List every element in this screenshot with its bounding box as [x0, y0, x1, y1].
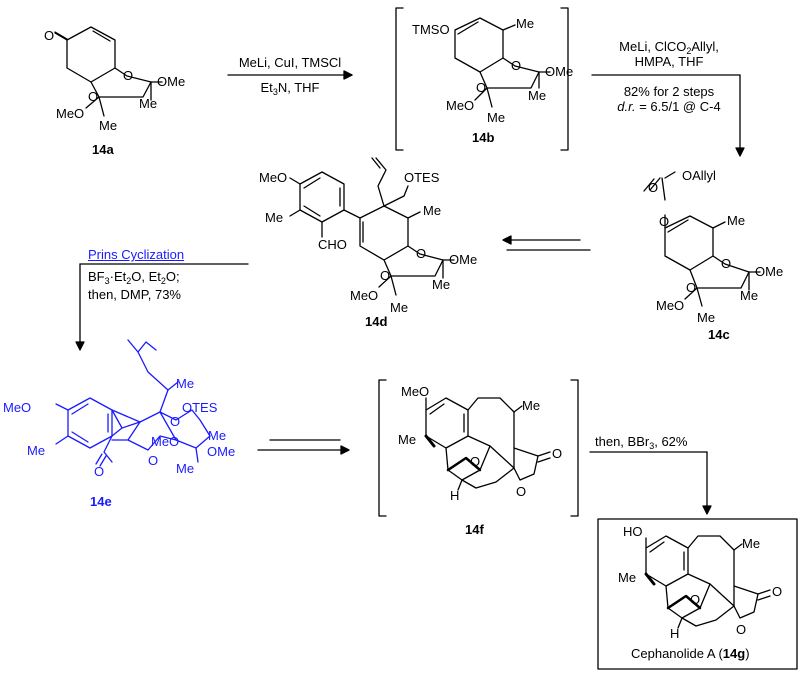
svg-text:HO: HO	[623, 524, 643, 539]
svg-text:MeO: MeO	[350, 288, 378, 303]
product-box	[597, 518, 798, 670]
conditions-prins-reagents: BF3·Et2O, Et2O; then, DMP, 73%	[88, 269, 181, 302]
conditions-step1: MeLi, CuI, TMSCl	[238, 55, 342, 70]
svg-text:Me: Me	[618, 570, 636, 585]
svg-text:Me: Me	[522, 398, 540, 413]
structure-14g	[644, 535, 771, 629]
structure-14b	[454, 17, 551, 108]
svg-text:Me: Me	[697, 310, 715, 325]
label-14b: 14b	[472, 130, 495, 145]
svg-text:Me: Me	[99, 118, 117, 133]
arrow-prins	[75, 263, 249, 351]
label-14f: 14f	[465, 522, 484, 537]
svg-text:Me: Me	[398, 432, 416, 447]
label-14d: 14d	[365, 314, 388, 329]
svg-text:MeO: MeO	[56, 106, 84, 121]
svg-text:OMe: OMe	[449, 252, 477, 267]
label-14e: 14e	[90, 494, 112, 509]
brackets-14f	[378, 379, 579, 517]
svg-text:MeO: MeO	[446, 98, 474, 113]
svg-text:O: O	[686, 280, 696, 295]
svg-text:Me: Me	[390, 300, 408, 315]
svg-text:O: O	[123, 68, 133, 83]
svg-text:CHO: CHO	[318, 237, 347, 252]
brackets-14b	[395, 7, 569, 151]
structure-14a	[54, 26, 163, 117]
svg-text:H: H	[670, 626, 679, 641]
svg-text:OTES: OTES	[404, 170, 440, 185]
svg-text:O: O	[516, 484, 526, 499]
svg-text:Me: Me	[727, 213, 745, 228]
svg-text:O: O	[690, 592, 700, 607]
svg-text:MeO: MeO	[3, 400, 31, 415]
conditions-prins: Prins Cyclization	[88, 247, 185, 262]
conditions-final: then, BBr3, 62%	[595, 434, 688, 451]
svg-text:Me: Me	[176, 376, 194, 391]
svg-text:OMe: OMe	[207, 444, 235, 459]
svg-text:MeO: MeO	[656, 298, 684, 313]
arrow-14c-to-14d	[502, 235, 591, 251]
svg-text:O: O	[470, 454, 480, 469]
svg-text:O: O	[736, 622, 746, 637]
label-14g: Cephanolide A (14g)	[631, 646, 750, 661]
svg-text:OMe: OMe	[157, 74, 185, 89]
svg-text:Me: Me	[176, 461, 194, 476]
svg-text:Me: Me	[528, 88, 546, 103]
svg-text:Me: Me	[432, 277, 450, 292]
svg-text:O: O	[380, 268, 390, 283]
svg-text:OMe: OMe	[755, 264, 783, 279]
svg-text:Me: Me	[423, 203, 441, 218]
svg-text:MeO: MeO	[259, 170, 287, 185]
svg-text:Me: Me	[487, 110, 505, 125]
svg-text:Me: Me	[27, 443, 45, 458]
arrow-step1	[227, 70, 353, 80]
svg-text:O: O	[416, 246, 426, 261]
arrow-14e-to-14f	[257, 439, 350, 455]
label-14c: 14c	[708, 327, 730, 342]
svg-text:O: O	[170, 414, 180, 429]
svg-text:Me: Me	[740, 288, 758, 303]
svg-text:Me: Me	[742, 536, 760, 551]
conditions-step2-yield: 82% for 2 steps d.r. = 6.5/1 @ C-4	[617, 84, 721, 114]
svg-text:Me: Me	[265, 210, 283, 225]
svg-text:O: O	[552, 446, 562, 461]
structure-14c	[643, 171, 761, 307]
svg-text:OAllyl: OAllyl	[682, 168, 716, 183]
conditions-step1-line2: Et3N, THF	[260, 80, 320, 97]
structure-14d	[289, 157, 455, 296]
svg-text:Me: Me	[516, 16, 534, 31]
label-14a: 14a	[92, 142, 114, 157]
svg-text:O: O	[772, 584, 782, 599]
svg-text:MeO: MeO	[401, 384, 429, 399]
structure-14e	[55, 339, 211, 467]
svg-text:O: O	[721, 256, 731, 271]
svg-text:MeO: MeO	[151, 434, 179, 449]
svg-text:TMSO: TMSO	[412, 22, 450, 37]
svg-text:Me: Me	[208, 428, 226, 443]
svg-text:OMe: OMe	[545, 64, 573, 79]
arrow-step2	[591, 74, 745, 157]
svg-text:O: O	[94, 464, 104, 479]
arrow-final	[589, 451, 712, 515]
svg-text:O: O	[88, 89, 98, 104]
svg-text:O: O	[476, 80, 486, 95]
conditions-step2: MeLi, ClCO2Allyl, HMPA, THF	[619, 39, 719, 69]
svg-text:O: O	[648, 180, 658, 195]
svg-text:Me: Me	[139, 96, 157, 111]
svg-text:H: H	[450, 488, 459, 503]
svg-text:OTES: OTES	[182, 400, 218, 415]
svg-text:O: O	[659, 214, 669, 229]
atom-o-14a-ketone: O	[44, 28, 54, 43]
svg-text:O: O	[511, 58, 521, 73]
svg-text:O: O	[148, 453, 158, 468]
structure-14f	[424, 397, 551, 491]
